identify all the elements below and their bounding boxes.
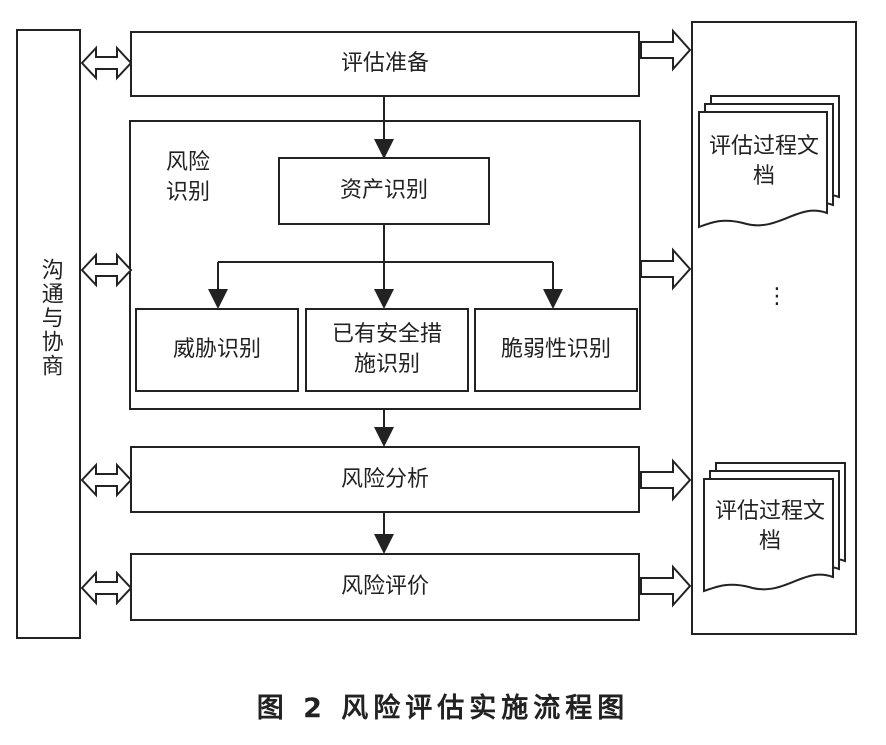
right-arrow-identification (640, 247, 692, 291)
existing-safeguard-identification-box: 已有安全措施识别 (305, 308, 469, 392)
document-label-2: 评估过程文档 (715, 499, 826, 554)
risk-identification-group-label: 风险识别 (166, 150, 211, 205)
threat-identification-box: 威胁识别 (135, 308, 299, 392)
left-double-arrow-prepare (80, 45, 133, 81)
more-documents-ellipsis: ⋮ (766, 284, 788, 309)
left-double-arrow-analysis (80, 462, 133, 498)
right-arrow-analysis (640, 458, 692, 502)
communication-negotiation-label: 沟通与协商 (37, 258, 63, 378)
asset-identification-box: 资产识别 (278, 157, 490, 225)
communication-panel (16, 29, 81, 639)
left-double-arrow-evaluation (80, 570, 133, 606)
document-stack-icon-1 (698, 95, 840, 229)
right-arrow-prepare (640, 28, 692, 72)
risk-analysis-box: 风险分析 (130, 446, 640, 513)
right-arrow-evaluation (640, 564, 692, 608)
assessment-preparation-box: 评估准备 (130, 31, 640, 97)
document-stack-icon-2 (703, 462, 846, 593)
left-double-arrow-identification (80, 252, 133, 288)
figure-caption: 图 2 风险评估实施流程图 (256, 693, 630, 724)
vulnerability-identification-box: 脆弱性识别 (474, 308, 638, 392)
risk-evaluation-box: 风险评价 (130, 553, 640, 621)
document-label-1: 评估过程文档 (709, 134, 820, 189)
